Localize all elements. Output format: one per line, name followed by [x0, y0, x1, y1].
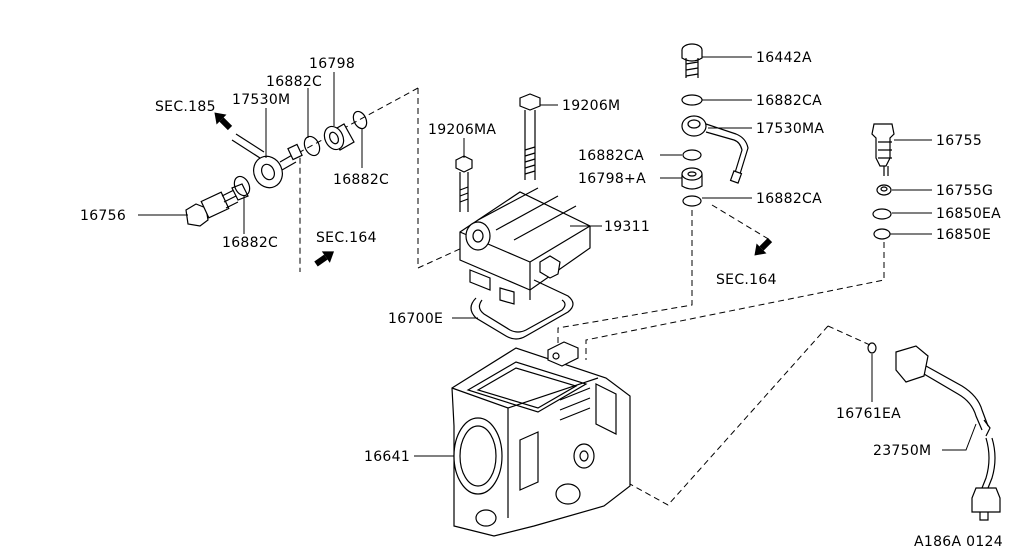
arrow-sec185	[214, 112, 233, 131]
label-16756: 16756	[80, 208, 126, 224]
label-sec164-right: SEC.164	[716, 272, 777, 288]
washer-16882ca-top	[681, 94, 703, 106]
sensor-16756	[185, 183, 249, 227]
cover-19311	[459, 187, 591, 305]
label-16761ea: 16761EA	[836, 406, 901, 422]
sleeve-16798a	[681, 167, 703, 190]
label-17530m: 17530M	[232, 92, 290, 108]
bolt-16442a	[681, 43, 703, 78]
label-19311: 19311	[604, 219, 650, 235]
bolt-19206m	[519, 93, 541, 180]
label-16882c-right: 16882C	[333, 172, 389, 188]
banjo-fitting-17530m	[231, 133, 303, 189]
leader-lines	[138, 56, 977, 457]
label-16798: 16798	[309, 56, 355, 72]
label-16882ca-1: 16882CA	[756, 93, 822, 109]
figure-code: A186A 0124	[914, 534, 1003, 550]
label-16700e: 16700E	[388, 311, 443, 327]
washer-16882c-lower	[233, 175, 251, 197]
label-16755g: 16755G	[936, 183, 993, 199]
label-16882ca-3: 16882CA	[756, 191, 822, 207]
arrow-sec164-right	[754, 237, 773, 256]
label-19206m: 19206M	[562, 98, 620, 114]
oring-16850ea	[872, 208, 892, 220]
washer-16882c-right	[352, 110, 368, 130]
bolt-19206ma	[455, 155, 473, 212]
label-16442a: 16442A	[756, 50, 812, 66]
gasket-16700e	[470, 279, 574, 340]
label-16882c-top: 16882C	[266, 74, 322, 90]
arrows	[214, 112, 773, 267]
oring-16755g	[876, 184, 892, 196]
left-fitting-assembly	[185, 110, 368, 227]
label-16755: 16755	[936, 133, 982, 149]
label-16850ea: 16850EA	[936, 206, 1001, 222]
sleeve-16798	[323, 123, 355, 151]
part-labels: SEC.185 17530M 16882C 16798 16882C 16756…	[80, 50, 1003, 550]
washer-16882ca-bottom	[682, 195, 702, 207]
label-16641: 16641	[364, 449, 410, 465]
label-16798a: 16798+A	[578, 171, 646, 187]
oring-16761ea	[867, 342, 877, 354]
label-23750m: 23750M	[873, 443, 931, 459]
right-fitting-assembly	[681, 43, 895, 240]
arrow-sec164-left	[314, 251, 335, 267]
label-sec164-left: SEC.164	[316, 230, 377, 246]
harness-23750m	[867, 342, 1001, 521]
washer-16882ca-middle	[682, 149, 702, 161]
valve-16755	[871, 123, 895, 176]
label-16882c-bottom: 16882C	[222, 235, 278, 251]
label-17530ma: 17530MA	[756, 121, 824, 137]
banjo-fitting-17530ma	[681, 115, 749, 184]
throttle-body-16641	[451, 341, 631, 537]
label-16882ca-2: 16882CA	[578, 148, 644, 164]
label-16850e: 16850E	[936, 227, 991, 243]
label-19206ma: 19206MA	[428, 122, 496, 138]
dashed-reference-lines	[299, 87, 885, 506]
oring-16850e	[873, 228, 891, 240]
label-sec185: SEC.185	[155, 99, 216, 115]
